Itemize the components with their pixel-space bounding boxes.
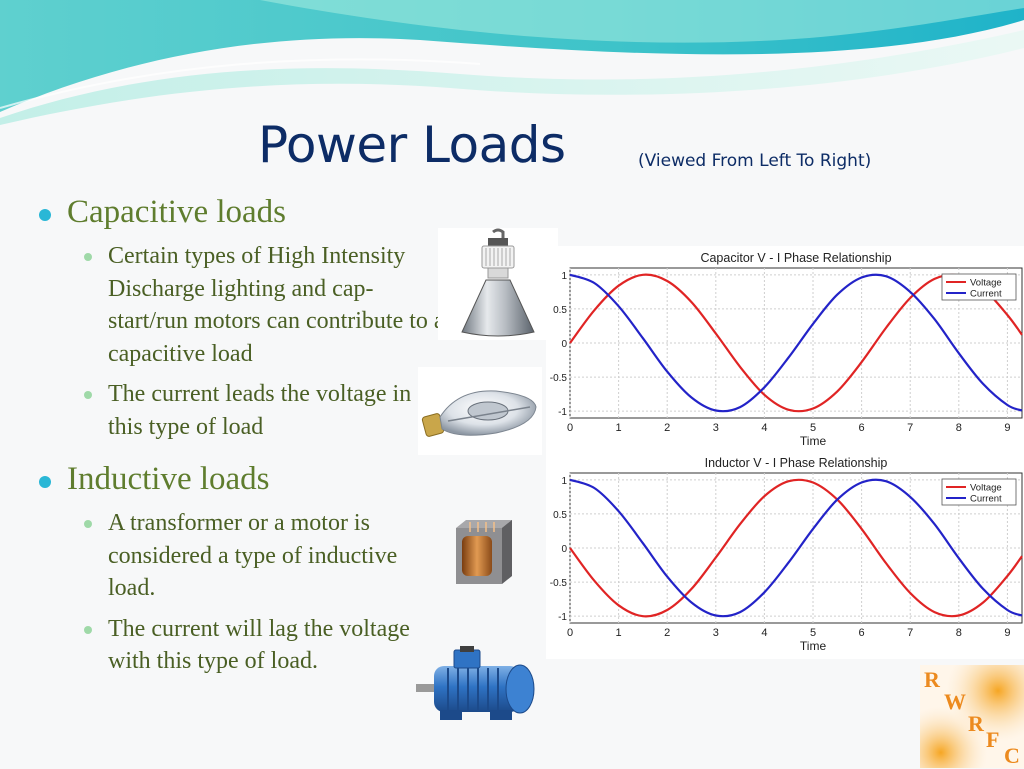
header-wave-decoration [0,0,1024,125]
rwrfc-logo: R W R F C [920,665,1024,768]
sub-bullet-inductive-1: A transformer or a motor is considered a… [36,507,448,605]
logo-background [920,665,1024,768]
hid-lamp-fixture-icon [438,228,558,340]
sub-bullet-capacitive-2: The current leads the voltage in this ty… [36,378,448,443]
logo-letter-f: F [986,727,1000,752]
y-tick-label: 0 [561,544,567,555]
slide-title: Power Loads [258,116,566,174]
y-tick-label: -1 [558,612,567,623]
sub-bullet-inductive-2: The current will lag the voltage with th… [36,613,448,678]
x-tick-label: 0 [567,422,573,434]
x-tick-label: 7 [907,422,913,434]
bullet-list: Capacitive loads Certain types of High I… [36,192,445,678]
legend-label: Voltage [970,278,1002,289]
capacitor-phase-chart: Capacitor V - I Phase Relationship 0 1 2 3 4 5… [546,246,1024,454]
electric-motor-icon [416,646,535,720]
series-line-current [569,273,1023,413]
x-tick-label: 0 [567,627,573,639]
x-tick-label: 9 [1004,627,1010,639]
chart-title: Inductor V - I Phase Relationship [705,456,888,470]
x-tick-label: 5 [810,422,816,434]
legend-label: Voltage [970,483,1002,494]
x-tick-label: 9 [1004,422,1010,434]
x-tick-label: 8 [956,422,962,434]
series-line-voltage [569,478,1023,618]
slide-subtitle: (Viewed From Left To Right) [638,151,872,171]
logo-letter-r2: R [968,711,984,736]
logo-letter-w: W [944,689,966,714]
y-tick-label: 1 [561,476,567,487]
x-axis-label: Time [800,639,827,653]
x-tick-label: 1 [616,627,622,639]
x-tick-label: 1 [616,422,622,434]
x-tick-label: 6 [859,422,865,434]
legend-box [941,478,1017,506]
x-tick-label: 4 [761,627,767,639]
series-line-current [569,478,1023,618]
legend-label: Current [970,289,1002,300]
transformer-icon [456,520,512,584]
hid-bulb-icon [418,367,542,455]
y-tick-label: -0.5 [550,373,568,384]
bullet-capacitive-loads: Capacitive loads [36,192,436,232]
y-tick-label: -0.5 [550,578,568,589]
y-tick-label: 1 [561,271,567,282]
x-tick-label: 2 [664,422,670,434]
x-axis-label: Time [800,434,827,448]
logo-letter-r1: R [924,667,940,692]
chart-title: Capacitor V - I Phase Relationship [700,251,891,265]
x-tick-label: 3 [713,627,719,639]
x-tick-label: 6 [859,627,865,639]
bullet-inductive-loads: Inductive loads [36,459,436,499]
y-tick-label: 0 [561,339,567,350]
x-tick-label: 5 [810,627,816,639]
sub-bullet-capacitive-1: Certain types of High Intensity Discharg… [36,240,448,370]
y-tick-label: 0.5 [553,510,567,521]
y-tick-label: 0.5 [553,305,567,316]
inductor-phase-chart: Inductor V - I Phase Relationship 0 1 2 3 4 5 6… [546,451,1024,659]
y-tick-label: -1 [558,407,567,418]
x-tick-label: 4 [761,422,767,434]
x-tick-label: 7 [907,627,913,639]
legend-label: Current [970,494,1002,505]
x-tick-label: 3 [713,422,719,434]
legend-box [941,273,1017,301]
x-tick-label: 2 [664,627,670,639]
logo-letter-c: C [1004,743,1020,768]
x-tick-label: 8 [956,627,962,639]
